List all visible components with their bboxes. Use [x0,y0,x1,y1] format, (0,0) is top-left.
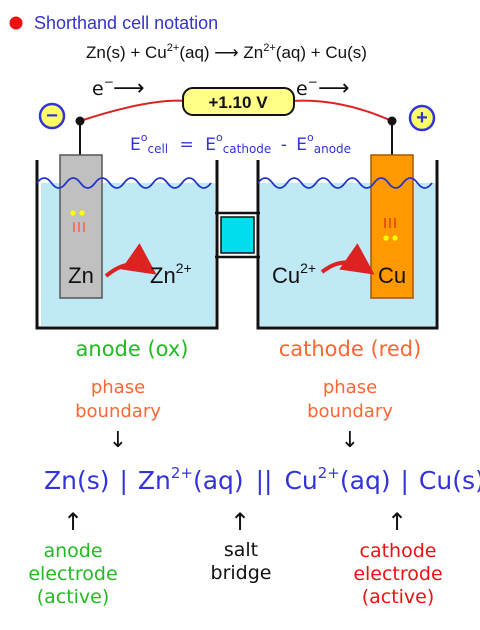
zinc-metal-label: Zn [68,263,94,288]
phase-boundary-right: phase boundary ↓ [307,377,393,453]
salt-bridge [220,216,255,254]
negative-terminal-sign: − [38,102,66,130]
copper-metal-label: Cu [378,263,406,288]
overall-reaction: Zn(s) + Cu2+(aq) ⟶ Zn2+(aq) + Cu(s) [86,42,367,62]
wire-left [79,99,188,122]
svg-text:boundary: boundary [75,401,161,422]
svg-text:electrode: electrode [28,563,117,585]
svg-text:↓: ↓ [109,428,127,453]
anode-label: anode (ox) [76,337,189,361]
ecell-equation: Eocell = Eocathode - Eoanode [130,131,351,158]
svg-text:−: − [46,105,58,127]
electron-flow-right: e− ⟶ [296,75,350,101]
salt-bridge-label: salt bridge [211,539,272,584]
zinc-ion-label: Zn2+ [150,260,192,288]
svg-text:(active): (active) [362,586,435,608]
svg-text:electrode: electrode [353,563,442,585]
svg-text:boundary: boundary [307,401,393,422]
cathode-up-arrow: ↑ [387,508,407,536]
oxidation-arrow [104,243,157,278]
cathode-electrode-label: cathode electrode (active) [353,540,442,608]
svg-text:anode: anode [43,540,102,562]
anode-up-arrow: ↑ [63,508,83,536]
voltage-reading: +1.10 V [208,93,268,112]
anode-electrons [70,210,85,232]
svg-text:⟶: ⟶ [113,76,145,101]
reduction-arrow [320,243,375,275]
positive-terminal-sign: + [408,104,436,132]
svg-text:e−: e− [296,75,318,100]
zinc-electrode [59,154,103,299]
svg-text:↓: ↓ [341,428,359,453]
svg-text:salt: salt [224,539,258,561]
anode-beaker [35,160,219,330]
shorthand-notation: Zn(s) | Zn2+(aq) || Cu2+(aq) | Cu(s) [44,464,480,495]
svg-text:cathode: cathode [360,540,437,562]
cathode-terminal-dot [387,116,397,126]
cathode-label: cathode (red) [279,337,422,361]
anode-electrode-label: anode electrode (active) [28,540,117,608]
svg-text:phase: phase [323,377,377,398]
electron-flow-left: e− ⟶ [92,75,145,101]
svg-text:bridge: bridge [211,562,272,584]
phase-boundary-left: phase boundary ↓ [75,377,161,453]
cathode-beaker [256,160,439,330]
cathode-electrons [383,218,398,241]
svg-text:phase: phase [91,377,145,398]
svg-text:⟶: ⟶ [318,76,350,101]
voltmeter [182,87,295,116]
svg-text:+: + [416,107,428,129]
anode-water-surface [36,177,212,189]
anode-terminal-dot [75,116,85,126]
svg-text:(active): (active) [37,586,110,608]
title: Shorthand cell notation [34,13,218,33]
wire-right [291,99,393,122]
cathode-water-surface [257,177,433,189]
svg-text:e−: e− [92,75,114,100]
copper-ion-label: Cu2+ [272,260,316,288]
bridge-up-arrow: ↑ [230,508,250,536]
title-bullet [9,16,23,30]
